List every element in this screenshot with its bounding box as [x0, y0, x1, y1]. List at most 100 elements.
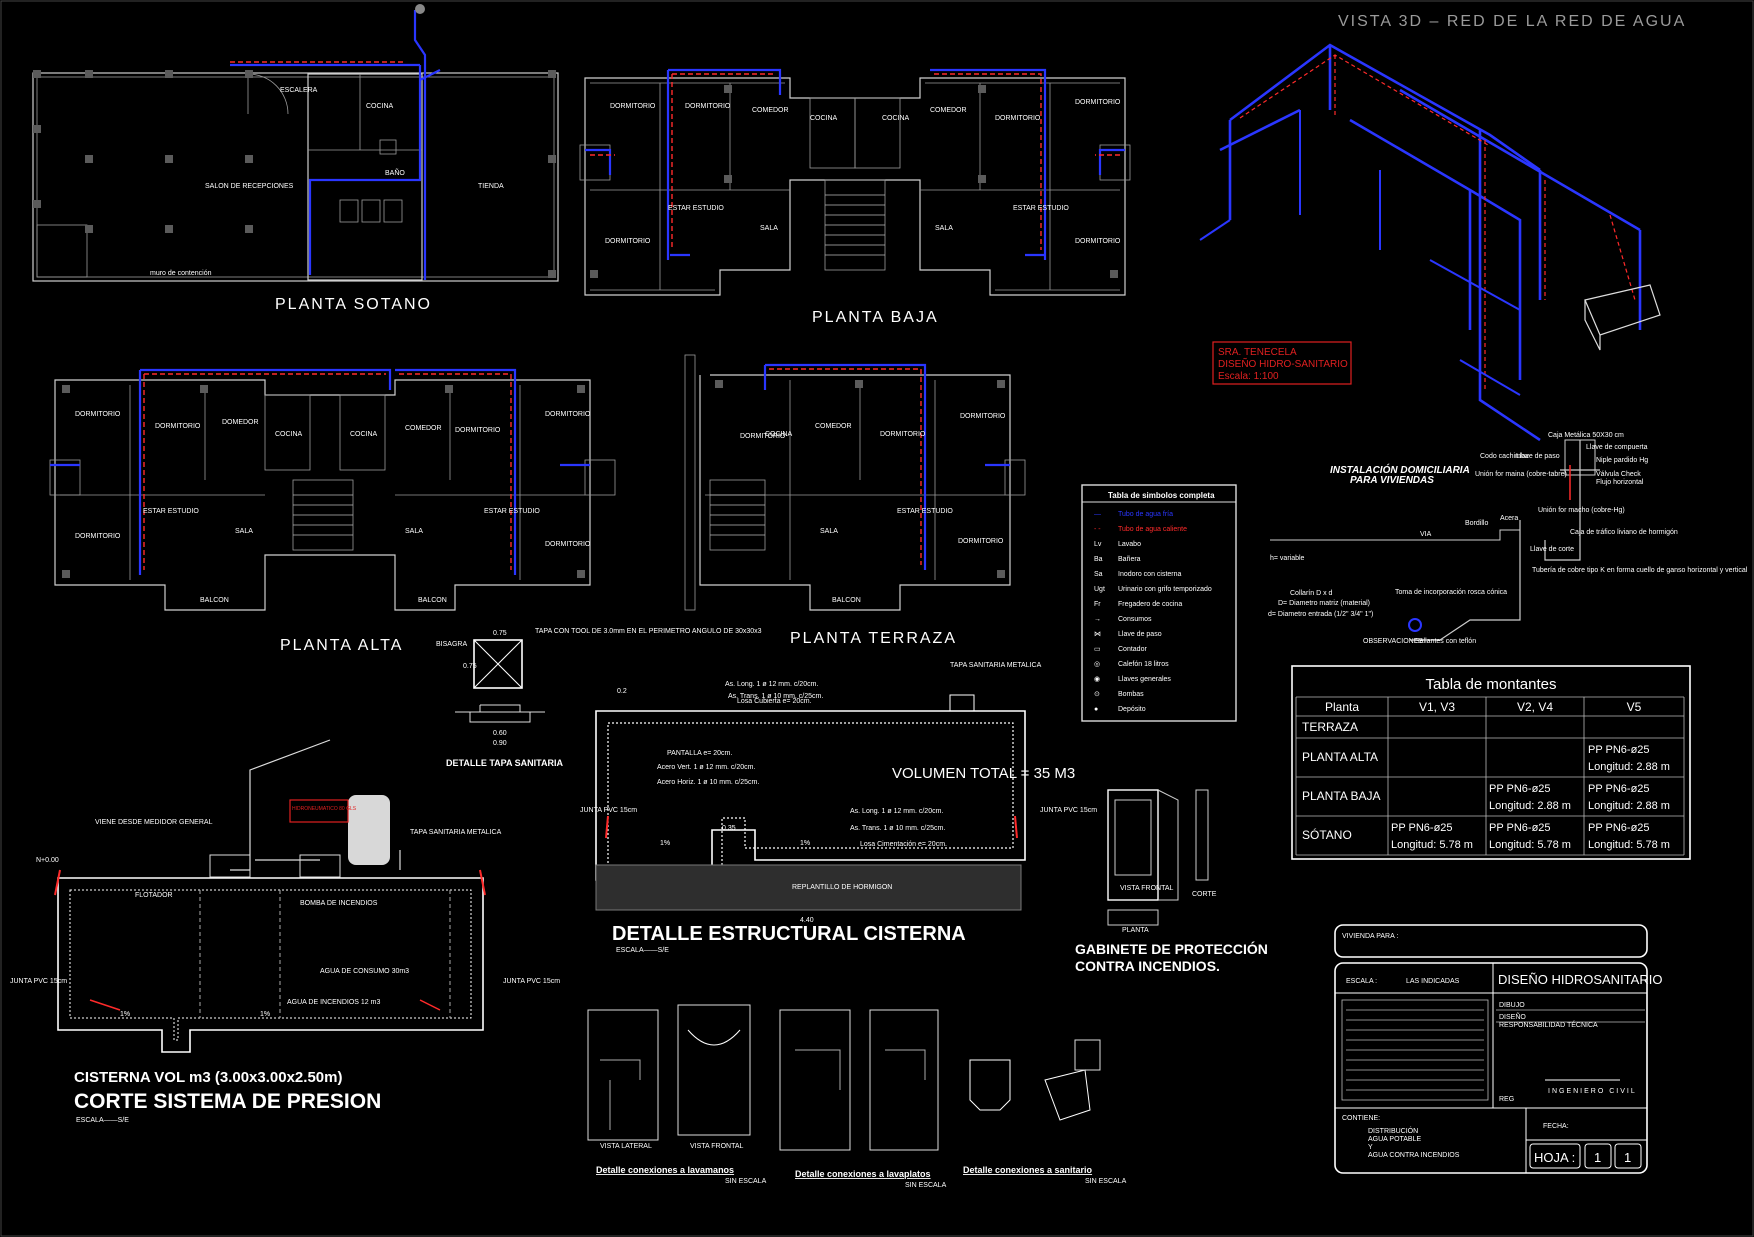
simbolo-icon: ⊙ — [1094, 691, 1100, 698]
corte-sistema-presion: VIENE DESDE MEDIDOR GENERAL FLOTADOR BOM… — [10, 739, 560, 1124]
tb-field: DISEÑO — [1499, 1012, 1526, 1021]
inst-label: d= Diametro entrada (1/2" 3/4" 1") — [1268, 611, 1373, 618]
simbolo-label: Fregadero de cocina — [1118, 601, 1182, 608]
gabinete-title: GABINETE DE PROTECCIÓN — [1075, 940, 1268, 957]
montantes-cell: PP PN6-ø25 — [1588, 783, 1650, 795]
inst-label: D= Diametro matriz (material) — [1278, 600, 1370, 607]
corte-label: BOMBA DE INCENDIOS — [300, 900, 378, 907]
tabla-montantes: Tabla de montantes Planta V1, V3 V2, V4 … — [1291, 665, 1691, 860]
tb-contiene-label: CONTIENE: — [1342, 1115, 1380, 1122]
simbolo-icon: ● — [1094, 706, 1098, 713]
room-label: COCINA — [366, 103, 394, 110]
room-label: COMEDOR — [405, 425, 442, 432]
simbolo-icon: Sa — [1094, 571, 1103, 578]
simbolo-row: - - Tubo de agua caliente — [1094, 526, 1187, 533]
montantes-cell: Longitud: 2.88 m — [1588, 800, 1670, 812]
cisterna-struct-title: DETALLE ESTRUCTURAL CISTERNA — [612, 923, 966, 945]
simbolo-label: Consumos — [1118, 616, 1152, 623]
room-label: SALA — [820, 528, 838, 535]
simbolo-icon: ◎ — [1094, 661, 1100, 668]
simbolo-label: Depósito — [1118, 706, 1146, 713]
simbolo-row: → Consumos — [1094, 616, 1152, 623]
cist-label: As. Trans. 1 ø 10 mm. c/25cm. — [850, 825, 945, 832]
tapa-label: TAPA CON TOOL DE 3.0mm EN EL PERIMETRO A… — [535, 628, 762, 635]
tb-contiene: AGUA CONTRA INCENDIOS — [1368, 1152, 1460, 1159]
room-label: DORMITORIO — [545, 541, 591, 548]
corte-label: VIENE DESDE MEDIDOR GENERAL — [95, 819, 213, 826]
montantes-header: V2, V4 — [1517, 700, 1553, 714]
simbolo-icon: Ba — [1094, 556, 1103, 563]
montantes-cell: Longitud: 5.78 m — [1489, 839, 1571, 851]
cist-label: Acero Vert. 1 ø 12 mm. c/20cm. — [657, 764, 755, 771]
room-label: SALA — [405, 528, 423, 535]
corte-label: AGUA DE CONSUMO 30m3 — [320, 968, 409, 975]
room-label: DORMITORIO — [958, 538, 1004, 545]
inst-label: Válvula Check — [1596, 471, 1641, 478]
title-block: VIVIENDA PARA : ESCALA : LAS INDICADAS D… — [1334, 924, 1662, 1174]
simbolo-label: Tubo de agua caliente — [1118, 526, 1187, 533]
tb-engineer: INGENIERO CIVIL — [1548, 1088, 1637, 1095]
room-label: ESTAR ESTUDIO — [1013, 205, 1069, 212]
inst-label: Collarín D x d — [1290, 590, 1333, 597]
gabinete-title: CONTRA INCENDIOS. — [1075, 958, 1220, 974]
room-label: DORMITORIO — [995, 115, 1041, 122]
simbolo-row: Fr Fregadero de cocina — [1094, 601, 1182, 608]
simbolo-row: ⋈Llave de paso — [1094, 631, 1162, 638]
gabinete-label: CORTE — [1192, 891, 1217, 898]
room-label: SALA — [935, 225, 953, 232]
cisterna-struct-scale: ESCALA——S/E — [616, 947, 669, 954]
room-label: BAÑO — [385, 168, 405, 177]
inst-label: Tubería de cobre tipo K en forma cuello … — [1532, 567, 1748, 574]
montantes-cell: Longitud: 5.78 m — [1391, 839, 1473, 851]
inst-label: VIA — [1420, 531, 1432, 538]
montantes-planta: PLANTA BAJA — [1302, 789, 1380, 803]
inst-label: OBSERVACIONES: — [1363, 638, 1425, 645]
montantes-cell: PP PN6-ø25 — [1391, 822, 1453, 834]
corte-label: 1% — [120, 1011, 130, 1018]
tb-contiene: AGUA POTABLE — [1368, 1136, 1421, 1143]
room-label: DORMITORIO — [1075, 99, 1121, 106]
detalle-estructural-cisterna: VOLUMEN TOTAL = 35 M3 As. Long. 1 ø 12 m… — [580, 662, 1097, 954]
conexion-title: Detalle conexiones a lavaplatos — [795, 1169, 931, 1179]
cist-label: Acero Horiz. 1 ø 10 mm. c/25cm. — [657, 779, 759, 786]
inst-label: h= variable — [1270, 555, 1305, 562]
plan-title-alta: PLANTA ALTA — [280, 637, 403, 654]
tb-field: DIBUJO — [1499, 1002, 1525, 1009]
instalacion-domiciliaria: INSTALACIÓN DOMICILIARIA PARA VIVIENDAS … — [1268, 432, 1748, 645]
tb-reg: REG — [1499, 1096, 1514, 1103]
room-label: COCINA — [350, 431, 378, 438]
simbolo-icon: ◉ — [1094, 676, 1100, 683]
corte-label: FLOTADOR — [135, 892, 173, 899]
room-label: SALON DE RECEPCIONES — [205, 183, 294, 190]
montantes-cell: Longitud: 2.88 m — [1489, 800, 1571, 812]
gabinete-label: PLANTA — [1122, 927, 1149, 934]
cist-label: As. Long. 1 ø 12 mm. c/20cm. — [725, 681, 818, 688]
conexion-view-label: VISTA FRONTAL — [690, 1143, 744, 1150]
cist-label: 0.35 — [722, 825, 736, 832]
plan-title-baja: PLANTA BAJA — [812, 309, 939, 326]
planta-baja: DORMITORIO DORMITORIO COMEDOR COCINA COC… — [579, 68, 1131, 326]
corte-label: AGUA DE INCENDIOS 12 m3 — [287, 999, 380, 1006]
simbolo-icon: - - — [1094, 526, 1101, 533]
plan-title-terraza: PLANTA TERRAZA — [790, 630, 957, 647]
room-label: ESCALERA — [280, 87, 318, 94]
tb-hoja-label: HOJA : — [1534, 1150, 1575, 1165]
simbolo-icon: → — [1094, 616, 1101, 623]
montantes-cell: PP PN6-ø25 — [1588, 744, 1650, 756]
simbolo-icon: Fr — [1094, 601, 1101, 608]
room-label: COCINA — [275, 431, 303, 438]
room-label: BALCON — [418, 597, 447, 604]
stamp-line: Escala: 1:100 — [1218, 371, 1279, 382]
cist-label: PANTALLA e= 20cm. — [667, 750, 732, 757]
inst-label: Llave de corte — [1530, 546, 1574, 553]
vista3d-title: VISTA 3D – RED DE LA RED DE AGUA — [1338, 13, 1686, 30]
simbolos-rows: —Tubo de agua fría- -Tubo de agua calien… — [1094, 511, 1212, 713]
room-label: COCINA — [765, 431, 793, 438]
simbolo-label: Llave de paso — [1118, 631, 1162, 638]
cist-label: As. Long. 1 ø 12 mm. c/20cm. — [850, 808, 943, 815]
room-label: DORMITORIO — [75, 411, 121, 418]
